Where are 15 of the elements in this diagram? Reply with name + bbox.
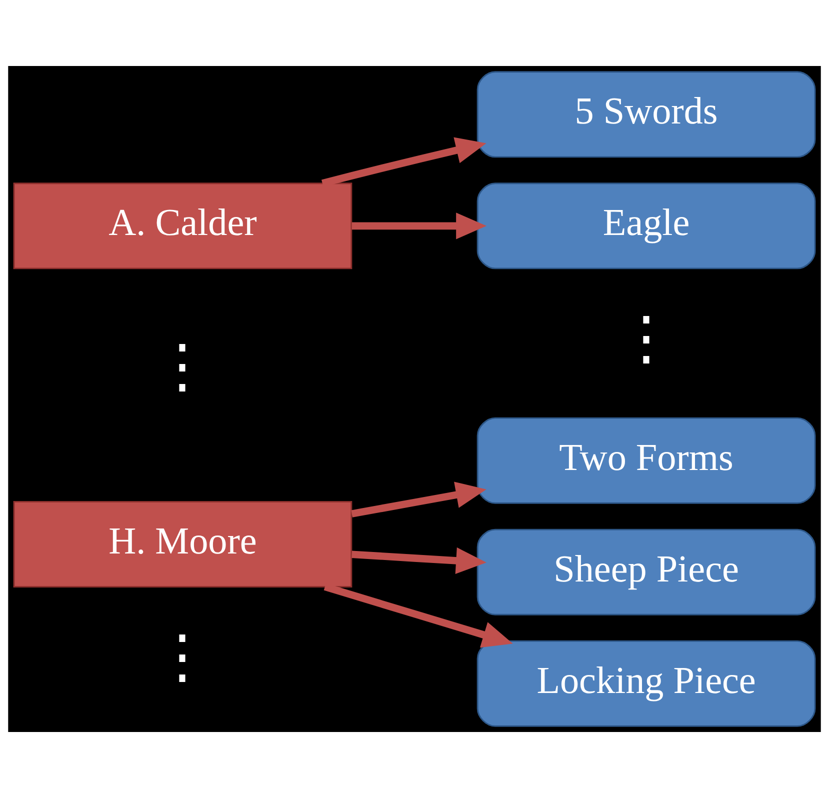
label: ⋮ (153, 624, 212, 690)
node-box: Two Forms (476, 417, 816, 504)
arrow (352, 547, 486, 574)
arrow (351, 482, 486, 518)
arrow (321, 137, 486, 187)
arrow (324, 583, 513, 648)
arrow (352, 212, 486, 240)
node-box: Locking Piece (476, 640, 816, 727)
label: ⋮ (153, 334, 212, 399)
label: ⋮ (616, 306, 676, 371)
node-box: Sheep Piece (476, 528, 816, 616)
node-box: H. Moore (13, 500, 352, 588)
node-box: 5 Swords (476, 71, 816, 158)
node-box: A. Calder (13, 182, 352, 270)
node-box: Eagle (476, 182, 816, 270)
